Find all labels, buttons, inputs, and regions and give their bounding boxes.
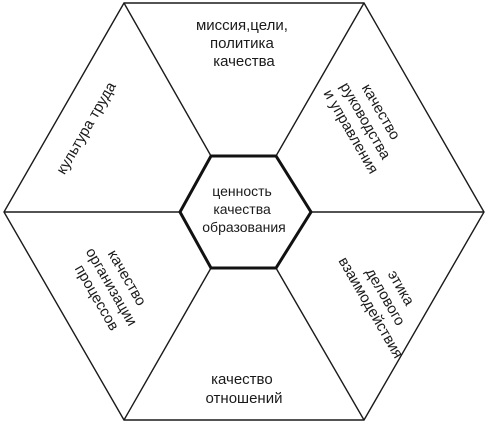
spoke-bottom-left: [123, 267, 212, 421]
center-label-line-3: образования: [202, 219, 285, 235]
segment-upper-left-label: культура труда: [53, 79, 120, 178]
segment-lower-right-label: этика делового взаимодействия: [335, 236, 438, 361]
center-label: ценность качества образования: [202, 183, 285, 235]
segment-top-label: миссия,цели, политика качества: [196, 17, 292, 70]
center-label-line-1: ценность: [212, 183, 272, 199]
segment-bottom-label: качество отношений: [206, 371, 283, 407]
segment-upper-right-label: качество руководства и управления: [320, 69, 413, 177]
spoke-bottom-right: [275, 267, 365, 421]
spoke-top-left: [123, 2, 212, 157]
center-label-line-2: качества: [213, 201, 271, 217]
segment-upper-left-line-1: культура труда: [53, 79, 120, 178]
segment-top-line-3: качества: [213, 53, 275, 70]
segment-lower-left-label: качество организации процессов: [66, 236, 158, 342]
segment-bottom-line-2: отношений: [206, 390, 283, 407]
segment-bottom-line-1: качество: [211, 371, 273, 388]
segment-top-line-1: миссия,цели,: [196, 17, 288, 34]
segment-top-line-2: политика: [210, 35, 274, 52]
spoke-top-right: [275, 2, 365, 157]
inner-hexagon: [178, 154, 313, 270]
